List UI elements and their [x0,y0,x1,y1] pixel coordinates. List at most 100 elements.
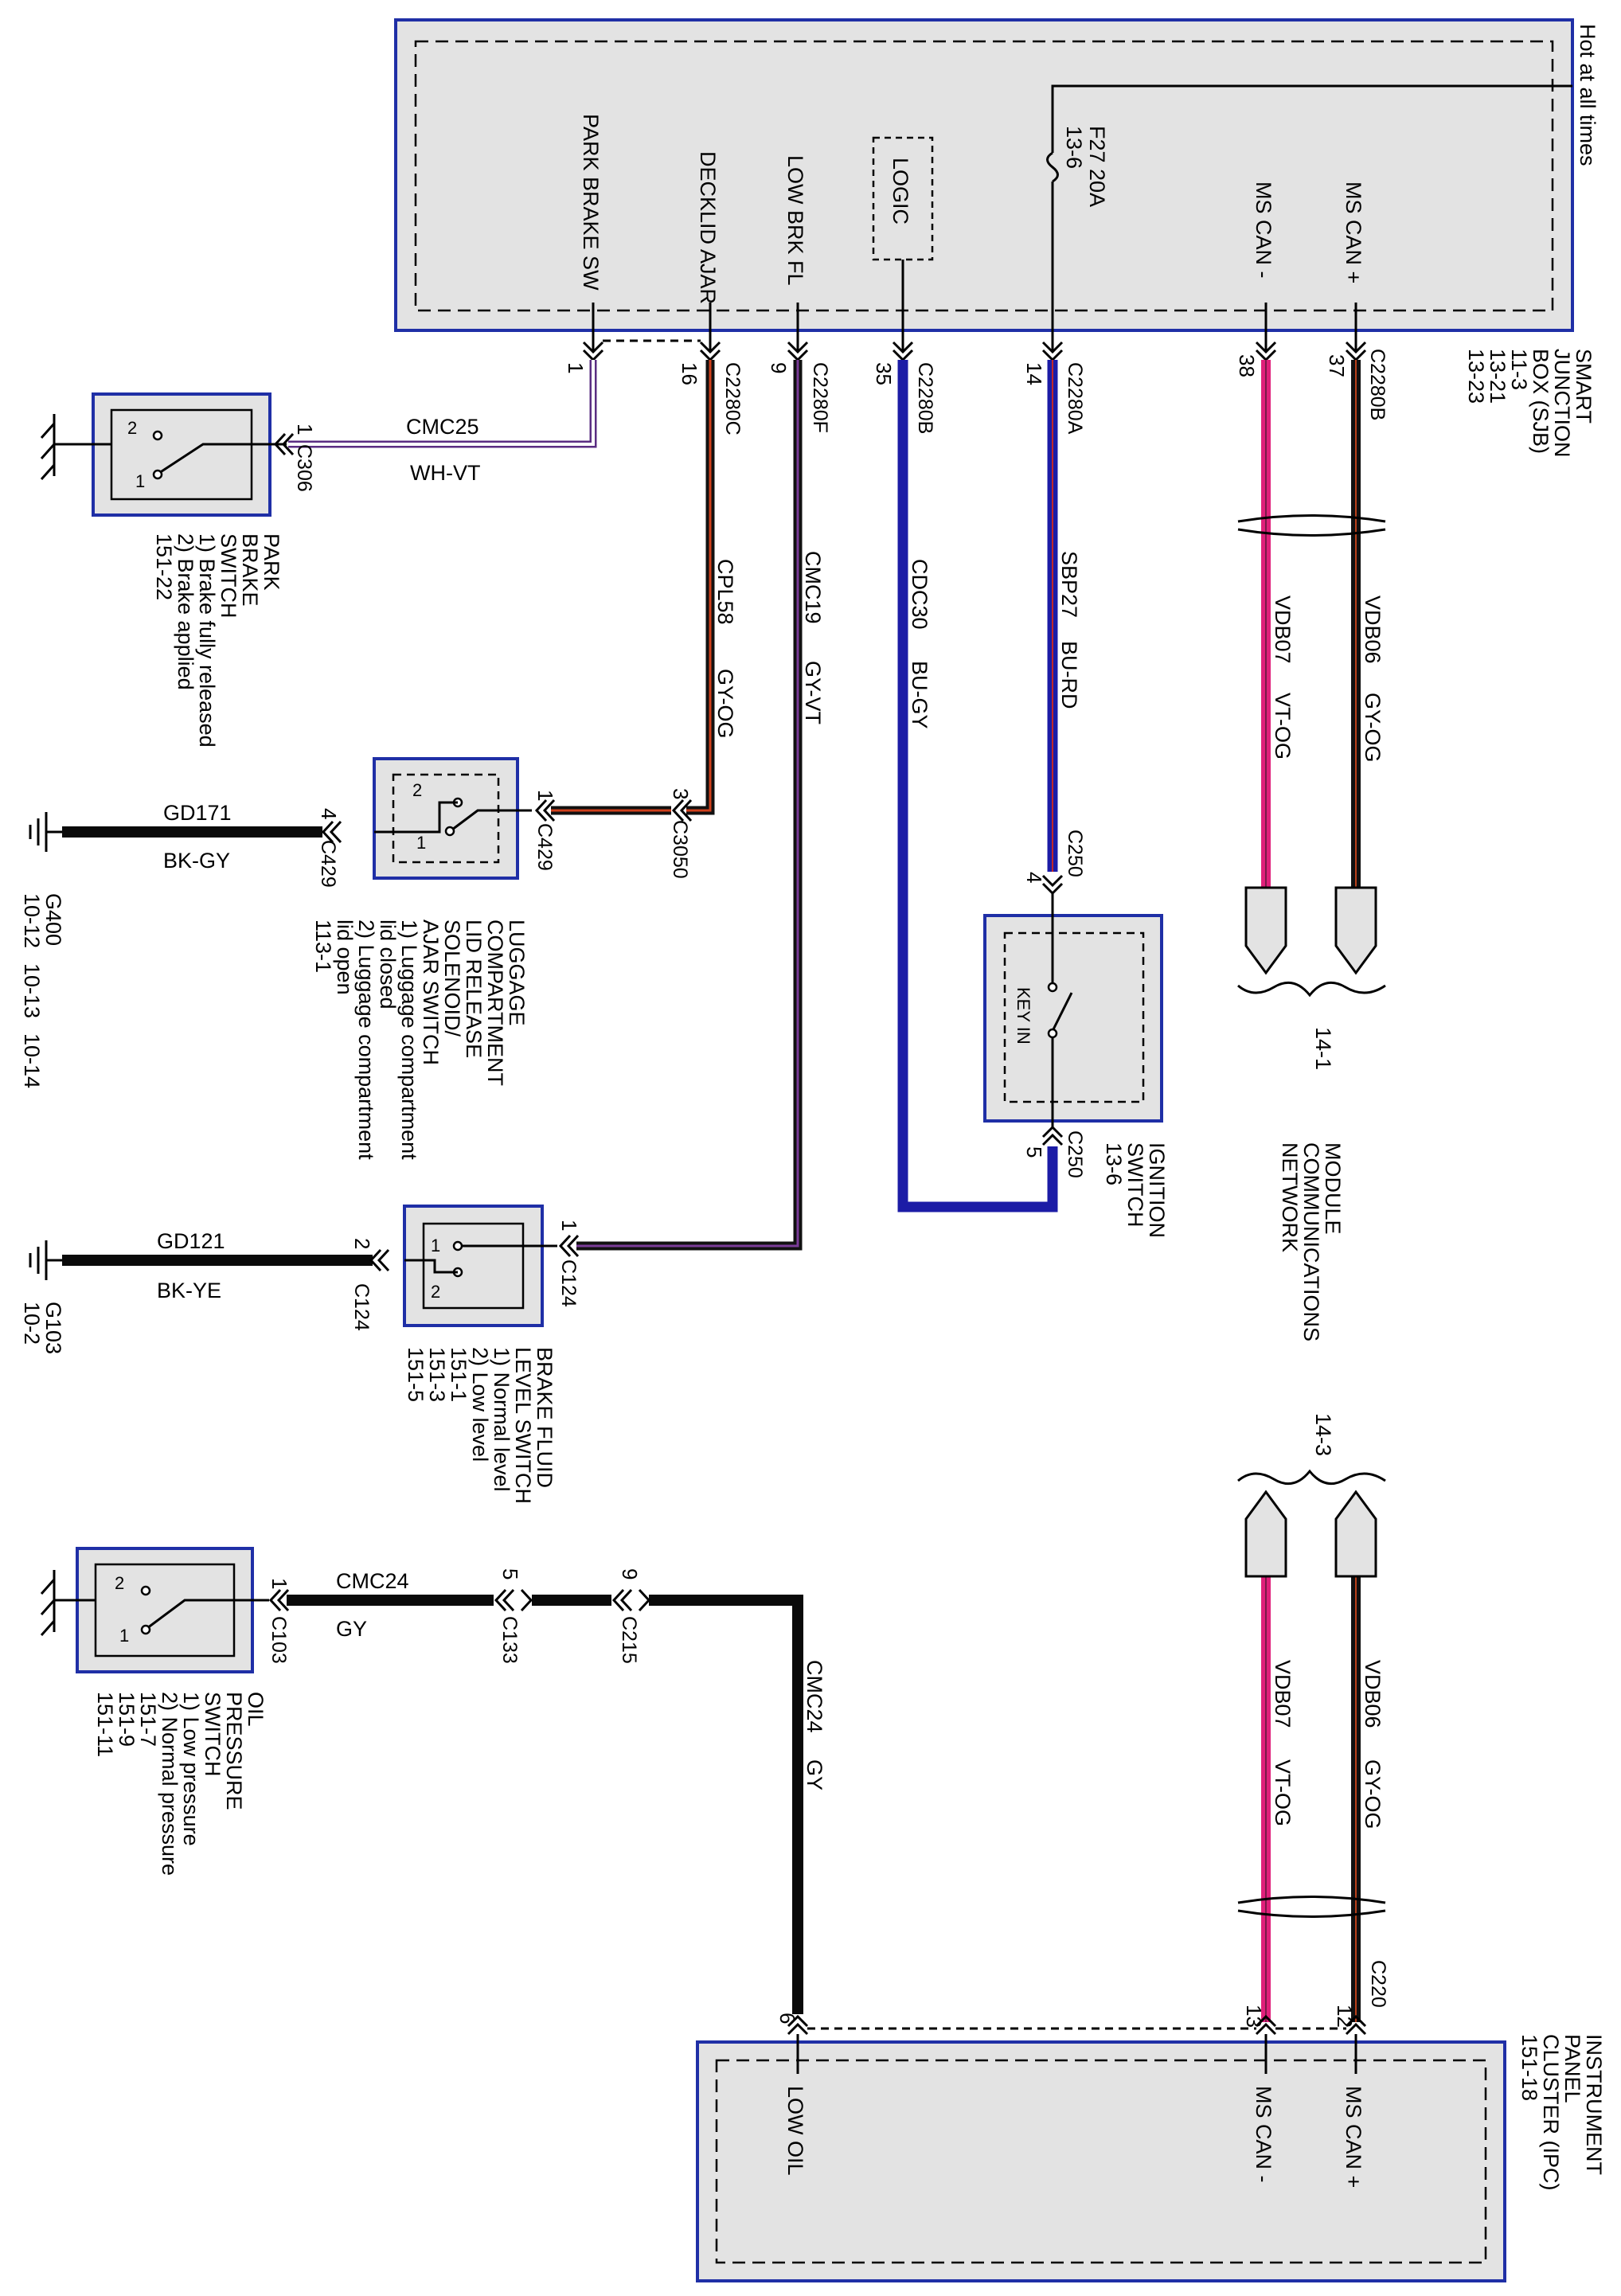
ipc-circuit-ms-can-minus: MS CAN - [1252,2086,1275,2183]
oil-ref: 151-9 [115,1692,139,1747]
wire-color-label: WH-VT [410,461,480,485]
brake-fluid-level-switch: 1 2 1 C124 2 C124 BRAKE FLUID LEVEL SWIT… [350,1205,581,1504]
connector-pin: 1 [293,424,317,435]
sjb-title: SMART JUNCTION BOX (SJB) 11-3 13-21 13-2… [1464,349,1596,458]
ignition-ref: 13-6 [1102,1142,1126,1185]
wire-color-label: GY-OG [1361,1759,1385,1829]
network-title: NETWORK [1278,1142,1302,1252]
wire-circuit-label: SBP27 [1057,551,1081,618]
connector-label: C306 [293,444,315,492]
sjb-connector-label: C2280C [721,362,744,435]
switch-pos-label: 1 [135,471,145,491]
luggage-title: LUGGAGE [505,920,529,1026]
instrument-panel-cluster: 6 13 12 C220 LOW OIL MS CAN - MS CAN + I… [696,1960,1606,2282]
oil-title: OIL [244,1692,268,1727]
wire-circuit-label: VDB07 [1271,595,1295,664]
connector-pin: 3 [669,788,693,799]
connector-label: C250 [1064,830,1086,877]
brake-fluid-title: BRAKE FLUID [533,1347,557,1488]
wire-cpl58 [686,360,715,815]
connector-pin: 1 [268,1578,291,1589]
connector-label: C250 [1064,1130,1086,1178]
sjb-title-line: BOX (SJB) [1529,349,1553,454]
ground-g400: G400 10-12 10-13 10-14 [20,812,65,1088]
wire-circuit-label: GD171 [163,801,232,825]
wires [62,360,1361,2022]
luggage-state: lid open [333,920,357,995]
connector-label: C429 [317,840,339,888]
switch-pos-label: 2 [412,780,422,800]
connector-pin: 1 [533,790,557,801]
ground-icon [29,1240,62,1280]
wire-circuit-label: GD121 [157,1229,225,1253]
switch-pos-label: 2 [431,1282,440,1302]
connector-label: C3050 [669,820,691,879]
ipc-circuit-low-oil: LOW OIL [783,2086,807,2176]
park-brake-title: SWITCH [217,533,240,618]
oil-ref: 151-7 [136,1692,160,1747]
wire-circuit-label: VDB06 [1361,595,1385,664]
wire-color-label: BK-GY [163,849,230,873]
switch-pos-label: 2 [115,1573,124,1593]
network-brace [1237,981,1386,998]
wire-cdc30 [897,360,1058,1212]
wire-cmc25-stripe [288,360,595,446]
brake-fluid-title: LEVEL SWITCH [511,1347,535,1504]
network-ref: 14-3 [1311,1413,1335,1456]
network-plugs [1237,886,1386,1578]
network-plug-vdb06-lower [1334,1490,1377,1578]
connector-label: C215 [618,1616,640,1664]
ipc-pin: 6 [775,2013,799,2024]
network-title: COMMUNICATIONS [1299,1142,1323,1341]
ground-name: G103 [41,1302,65,1354]
sjb-connector-label: C2280A [1064,362,1086,435]
sjb-connector-label: C2280B [1366,349,1389,420]
connector-pin: 5 [1022,1146,1046,1158]
connector-pin: 1 [557,1220,581,1231]
ipc-pin: 13 [1242,2005,1266,2028]
sjb-ref: 13-23 [1464,349,1488,404]
wire-color-label: GY [336,1617,367,1641]
wire-circuit-label: VDB07 [1271,1660,1295,1728]
wire-color-label: GY-OG [1361,693,1385,763]
park-brake-ref: 151-22 [152,533,176,600]
network-title: MODULE [1321,1142,1345,1235]
wire-color-label: VT-OG [1271,693,1295,759]
sjb-connector-label: C2280B [914,362,936,434]
sjb-circuit-ms-can-plus: MS CAN + [1342,182,1365,283]
sjb-title-line: JUNCTION [1550,349,1574,458]
park-brake-switch: 2 1 1 C306 PARK BRAKE SWITCH 1) Brake fu… [40,392,317,748]
network-plug-vdb06 [1334,886,1377,975]
brake-fluid-ref: 151-5 [404,1347,428,1402]
wire-cmc19-stripe [576,360,799,1248]
twisted-pair-markers [1237,514,1386,1918]
ground-ref: 10-13 [20,963,44,1018]
brake-fluid-ref: 151-1 [447,1347,471,1402]
switch-pos-label: 1 [119,1626,129,1646]
ipc-pin: 12 [1333,2005,1357,2028]
wire-color-label: BU-GY [908,661,932,729]
park-brake-title: BRAKE [238,533,262,607]
connector-label: C133 [498,1616,521,1664]
ground-ref: 10-14 [20,1033,44,1088]
sjb-fuse-ref: 13-6 [1062,126,1086,169]
ipc-circuit-ms-can-plus: MS CAN + [1342,2086,1365,2188]
luggage-ref: 113-1 [311,920,335,973]
wire-circuit-label: CMC24 [336,1569,409,1593]
luggage-state: 1) Luggage compartment [397,920,421,1160]
switch-pos-label: 1 [416,833,426,853]
network-brace [1237,1469,1386,1486]
switch-pos-label: 2 [127,418,137,438]
wire-color-label: GY-VT [801,661,825,724]
luggage-state: 2) Luggage compartment [354,920,378,1160]
ignition-switch: 4 C250 KEY IN 5 C250 IGNITION SWITCH 13-… [983,830,1169,1238]
ipc-title: PANEL [1560,2034,1584,2103]
key-in-label: KEY IN [1014,987,1033,1045]
brake-fluid-state: 2) Low level [468,1347,492,1462]
twist-marker [1237,514,1386,537]
oil-title: SWITCH [201,1692,225,1776]
sjb-circuit-ms-can-minus: MS CAN - [1252,182,1275,279]
oil-ref: 151-11 [93,1692,117,1757]
luggage-title: AJAR SWITCH [419,920,443,1065]
